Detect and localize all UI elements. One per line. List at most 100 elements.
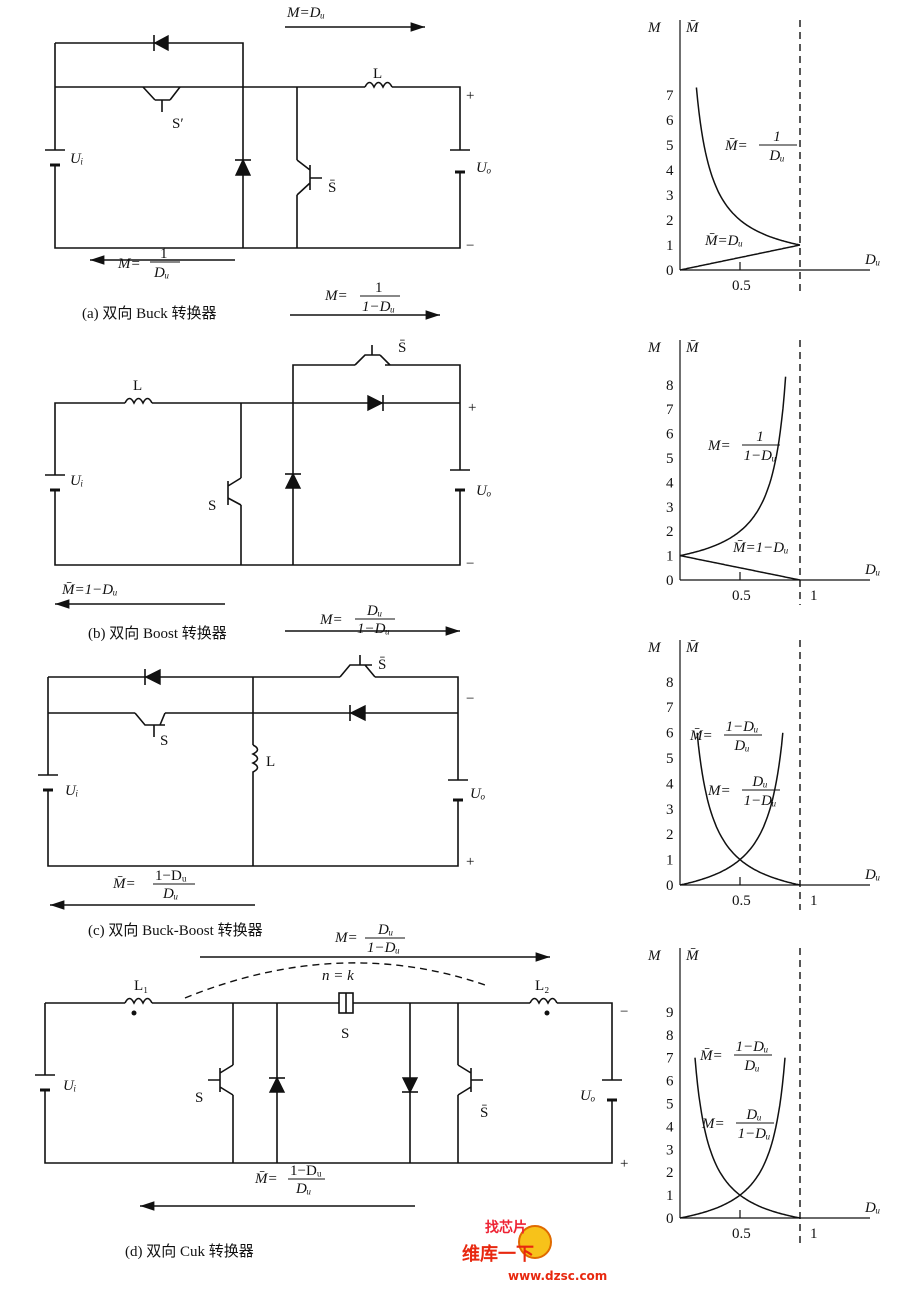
label-cap-switch: S bbox=[341, 1026, 349, 1042]
y-tick-label: 3 bbox=[666, 500, 674, 516]
y-tick-label: 5 bbox=[666, 751, 674, 767]
x-tick-label: 0.5 bbox=[732, 893, 751, 909]
x-axis-label: Dᵤ bbox=[864, 1200, 880, 1216]
coupling-arc bbox=[184, 962, 486, 999]
transistor-s-bar-d bbox=[457, 1064, 483, 1096]
y-tick-label: 0 bbox=[666, 573, 674, 589]
label-minus: − bbox=[466, 238, 474, 254]
label-minus-c: − bbox=[466, 691, 474, 707]
y-tick-label: 5 bbox=[666, 138, 674, 154]
label-ui-c: Uᵢ bbox=[65, 783, 78, 799]
inductor bbox=[364, 81, 393, 89]
transistor-s-c bbox=[134, 712, 166, 737]
panel-a-bidirectional-buck: L S′ S̄ Uᵢ Uₒ + − M=Dᵤ M= 1 Dᵤ (a) 双向 Bu… bbox=[45, 5, 491, 322]
curve-label-numerator: Dᵤ bbox=[745, 1107, 761, 1123]
label-uo: Uₒ bbox=[476, 160, 491, 176]
curve-label-numerator: 1 bbox=[756, 429, 764, 445]
curve-label-1: M=Dᵤ1−Dᵤ bbox=[701, 1107, 774, 1142]
svg-text:1: 1 bbox=[160, 246, 168, 262]
y-tick-label: 1 bbox=[666, 1188, 674, 1204]
inductor-c bbox=[251, 744, 259, 775]
svg-text:Dᵤ: Dᵤ bbox=[153, 265, 169, 281]
y-tick-label: 2 bbox=[666, 1165, 674, 1181]
x-tick-label: 0.5 bbox=[732, 278, 751, 294]
inductor-l2 bbox=[529, 997, 558, 1005]
dot-l1 bbox=[131, 1010, 137, 1016]
transistor-s-bar-b bbox=[354, 345, 391, 366]
curve-label-0: M=11−Dᵤ bbox=[707, 429, 780, 464]
x-tick-label: 1 bbox=[810, 1226, 818, 1242]
curve-label-denominator: Dᵤ bbox=[743, 1058, 759, 1074]
battery-ui-b bbox=[45, 474, 65, 492]
arrow-bottom-label-d: M̄= 1−Dᵤ Dᵤ bbox=[254, 1163, 325, 1197]
curve-series-0 bbox=[694, 1057, 801, 1219]
curve-series-1 bbox=[679, 732, 784, 886]
diode-top bbox=[153, 34, 169, 52]
y-tick-label: 0 bbox=[666, 1211, 674, 1227]
label-s-bar-c: S̄ bbox=[378, 657, 386, 673]
arrow-top-label-b: M= 1 1−Dᵤ bbox=[324, 280, 400, 315]
y-tick-label: 2 bbox=[666, 524, 674, 540]
x-tick-label: 0.5 bbox=[732, 588, 751, 604]
y-tick-label: 1 bbox=[666, 853, 674, 869]
y-tick-label: 7 bbox=[666, 402, 674, 418]
battery-uo-b bbox=[450, 469, 470, 492]
curve-label-text: M̄=Dᵤ bbox=[704, 233, 743, 249]
battery-uo-d bbox=[602, 1079, 622, 1102]
curve-label-1: M̄=Dᵤ bbox=[704, 233, 743, 249]
svg-text:M=: M= bbox=[319, 612, 343, 628]
inductor-b bbox=[124, 397, 153, 405]
y-tick-label: 3 bbox=[666, 1142, 674, 1158]
x-tick-label: 1 bbox=[810, 893, 818, 909]
diode-d-right bbox=[401, 1077, 419, 1094]
svg-text:Dᵤ: Dᵤ bbox=[162, 886, 178, 902]
arrow-bottom-label-c: M̄= 1−Dᵤ Dᵤ bbox=[112, 868, 195, 902]
battery-ui bbox=[45, 149, 65, 167]
caption-d: (d) 双向 Cuk 转换器 bbox=[125, 1243, 254, 1260]
battery-ui-c bbox=[38, 774, 58, 792]
diode-d-left bbox=[268, 1076, 286, 1093]
label-l2: L₂ bbox=[535, 978, 549, 994]
y-tick-label: 6 bbox=[666, 1074, 674, 1090]
y-tick-label: 0 bbox=[666, 878, 674, 894]
transistor-s-prime bbox=[142, 86, 181, 112]
y-tick-label: 8 bbox=[666, 675, 674, 691]
curve-series-0 bbox=[695, 87, 801, 246]
svg-text:M=: M= bbox=[117, 256, 141, 272]
y-axis-label-bar: M̄ bbox=[685, 640, 700, 656]
label-coupling: n = k bbox=[322, 968, 354, 984]
x-axis-label: Dᵤ bbox=[864, 562, 880, 578]
curve-label-1: M=Dᵤ1−Dᵤ bbox=[707, 774, 780, 809]
y-tick-label: 1 bbox=[666, 549, 674, 565]
transistor-s-d bbox=[208, 1064, 234, 1096]
y-tick-label: 4 bbox=[666, 163, 674, 179]
watermark-url: www.dzsc.com bbox=[508, 1269, 607, 1283]
y-tick-label: 6 bbox=[666, 427, 674, 443]
curve-label-prefix: M= bbox=[707, 438, 731, 454]
y-axis-label-bar: M̄ bbox=[685, 20, 700, 36]
svg-text:Dᵤ: Dᵤ bbox=[377, 922, 393, 938]
watermark-top: 找芯片 bbox=[485, 1219, 527, 1236]
panel-c-bidirectional-buck-boost: M= Dᵤ 1−Dᵤ S̄ S L Uᵢ Uₒ − + M̄= 1−Dᵤ Dᵤ … bbox=[38, 603, 485, 939]
panel-b-bidirectional-boost: M= 1 1−Dᵤ L S̄ S Uᵢ Uₒ + − M̄=1−Dᵤ (b) 双… bbox=[45, 280, 491, 642]
wires bbox=[54, 42, 461, 249]
y-tick-label: 0 bbox=[666, 263, 674, 279]
dot-l2 bbox=[544, 1010, 550, 1016]
battery-ui-d bbox=[35, 1074, 55, 1092]
curve-label-prefix: M= bbox=[701, 1116, 725, 1132]
label-s-d: S bbox=[195, 1090, 203, 1106]
arrow-top-label: M=Dᵤ bbox=[286, 5, 325, 21]
y-tick-label: 1 bbox=[666, 238, 674, 254]
label-uo-b: Uₒ bbox=[476, 483, 491, 499]
label-plus-d: + bbox=[620, 1156, 628, 1172]
svg-text:M̄=: M̄= bbox=[112, 876, 136, 892]
label-plus-c: + bbox=[466, 854, 474, 870]
y-tick-label: 6 bbox=[666, 113, 674, 129]
svg-text:1−Dᵤ: 1−Dᵤ bbox=[290, 1163, 322, 1179]
watermark-brand: 维库一下 bbox=[462, 1243, 534, 1265]
y-axis-label: M bbox=[647, 948, 662, 964]
x-tick-label: 0.5 bbox=[732, 1226, 751, 1242]
caption-a: (a) 双向 Buck 转换器 bbox=[82, 305, 217, 322]
